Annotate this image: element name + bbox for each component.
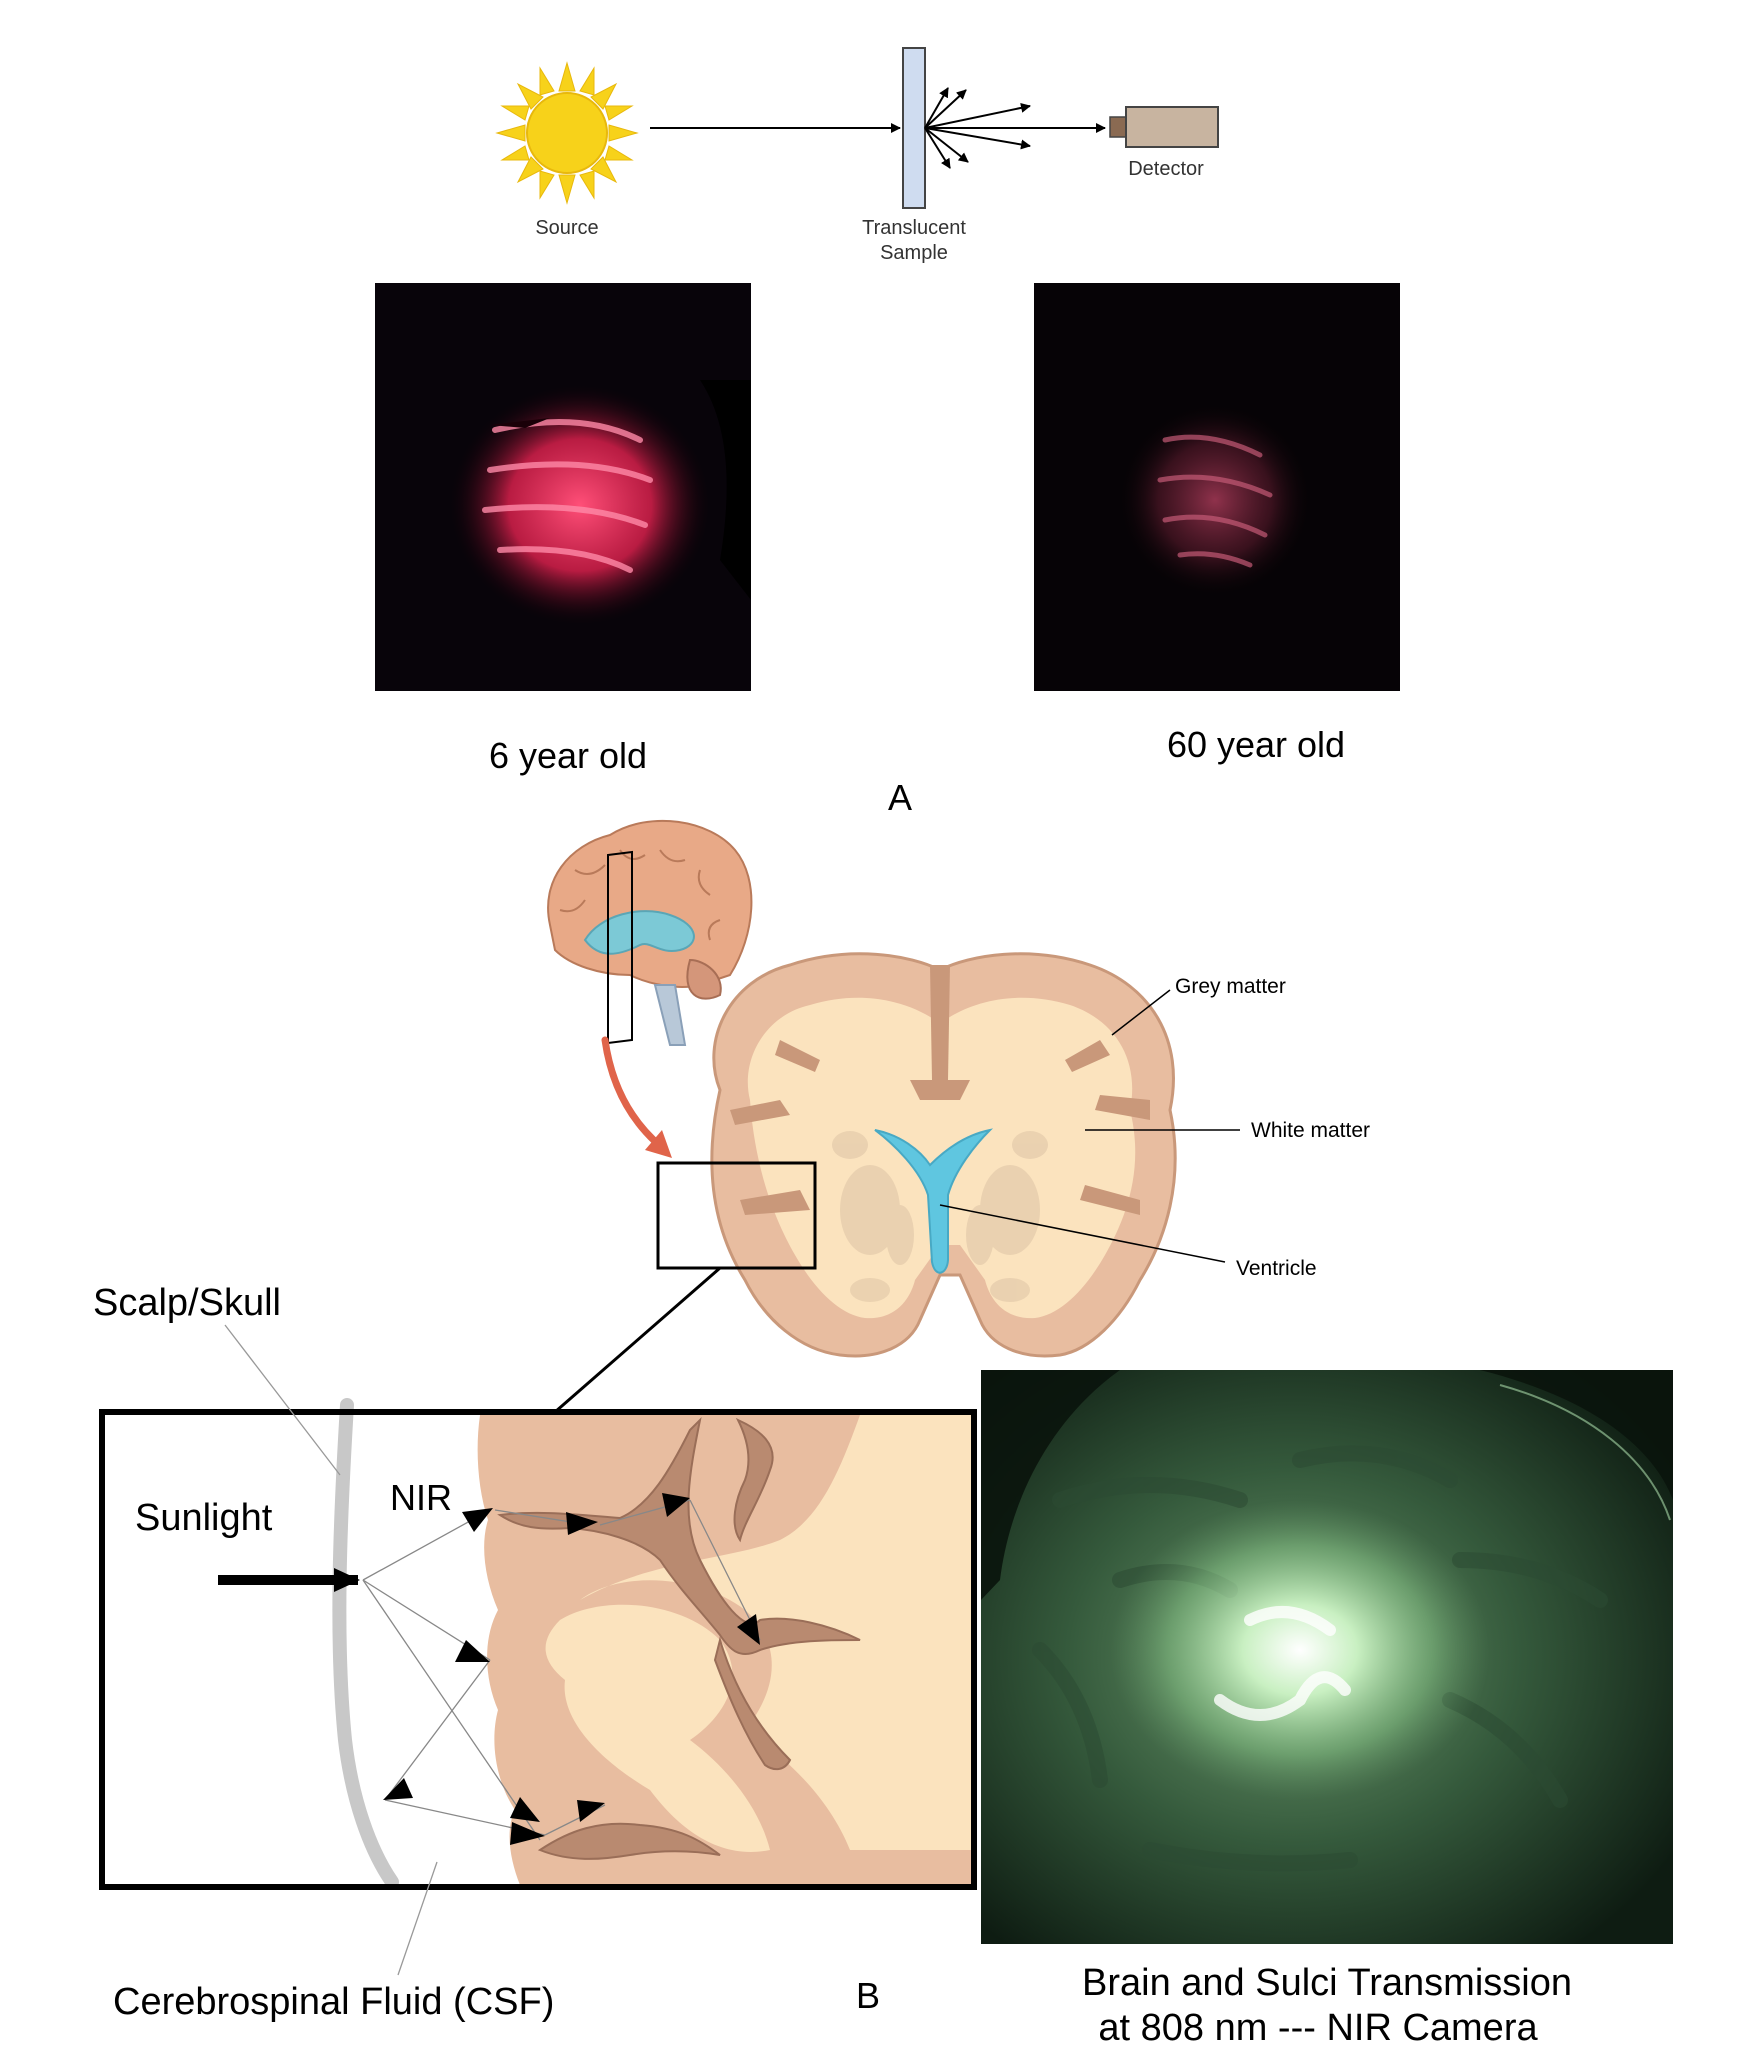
grey-matter-label: Grey matter: [1175, 975, 1286, 998]
zoom-connector-line: [554, 1266, 721, 1414]
csf-leader: [397, 1861, 438, 1976]
nir-camera-photo: [981, 1370, 1673, 1944]
ventricle-callout: Ventricle: [939, 1204, 1317, 1280]
sample-label-line1: Translucent: [862, 217, 966, 239]
detector-label: Detector: [1128, 158, 1204, 180]
scalp-skull-layer: [332, 1398, 399, 1889]
detector-icon: [1109, 106, 1219, 148]
scatter-arrows: [924, 87, 1106, 169]
caption-6-year-old: 6 year old: [489, 735, 647, 776]
sun-icon: [495, 61, 639, 205]
sample-label-line2: Sample: [880, 242, 948, 264]
photo-60-year-old: [1034, 283, 1400, 691]
transmission-diagram: Source Translucent Sample Detector: [495, 47, 1219, 264]
translucent-sample: [902, 47, 926, 209]
grey-matter-callout: Grey matter: [1111, 975, 1286, 1036]
white-matter-callout: White matter: [1085, 1119, 1370, 1142]
white-matter-label: White matter: [1251, 1119, 1370, 1142]
zoom-region-box: [656, 1161, 817, 1270]
scalp-skull-leader: [224, 1324, 341, 1476]
whole-brain-illustration: [547, 819, 753, 1046]
section-red-arrowhead: [645, 1130, 672, 1158]
photo-6-year-old: [375, 283, 751, 691]
source-label: Source: [535, 217, 598, 239]
nir-photo-caption-line1: Brain and Sulci Transmission: [1082, 1962, 1572, 2004]
ventricle-label: Ventricle: [1236, 1257, 1317, 1280]
section-red-arrow: [601, 1036, 669, 1154]
nir-arrowheads: [383, 1493, 760, 1845]
coronal-section-illustration: [710, 952, 1177, 1358]
sunlight-label: Sunlight: [135, 1497, 273, 1539]
nir-photo-caption-line2: at 808 nm --- NIR Camera: [1098, 2007, 1538, 2049]
scalp-skull-label: Scalp/Skull: [93, 1282, 281, 1324]
ventricle-shape: [874, 1128, 994, 1274]
cortex-inset: [99, 1398, 977, 1890]
nir-label: NIR: [390, 1477, 452, 1518]
panel-label-a: A: [888, 777, 912, 818]
caption-60-year-old: 60 year old: [1167, 724, 1345, 765]
csf-label: Cerebrospinal Fluid (CSF): [113, 1981, 554, 2023]
panel-label-b: B: [856, 1975, 880, 2016]
